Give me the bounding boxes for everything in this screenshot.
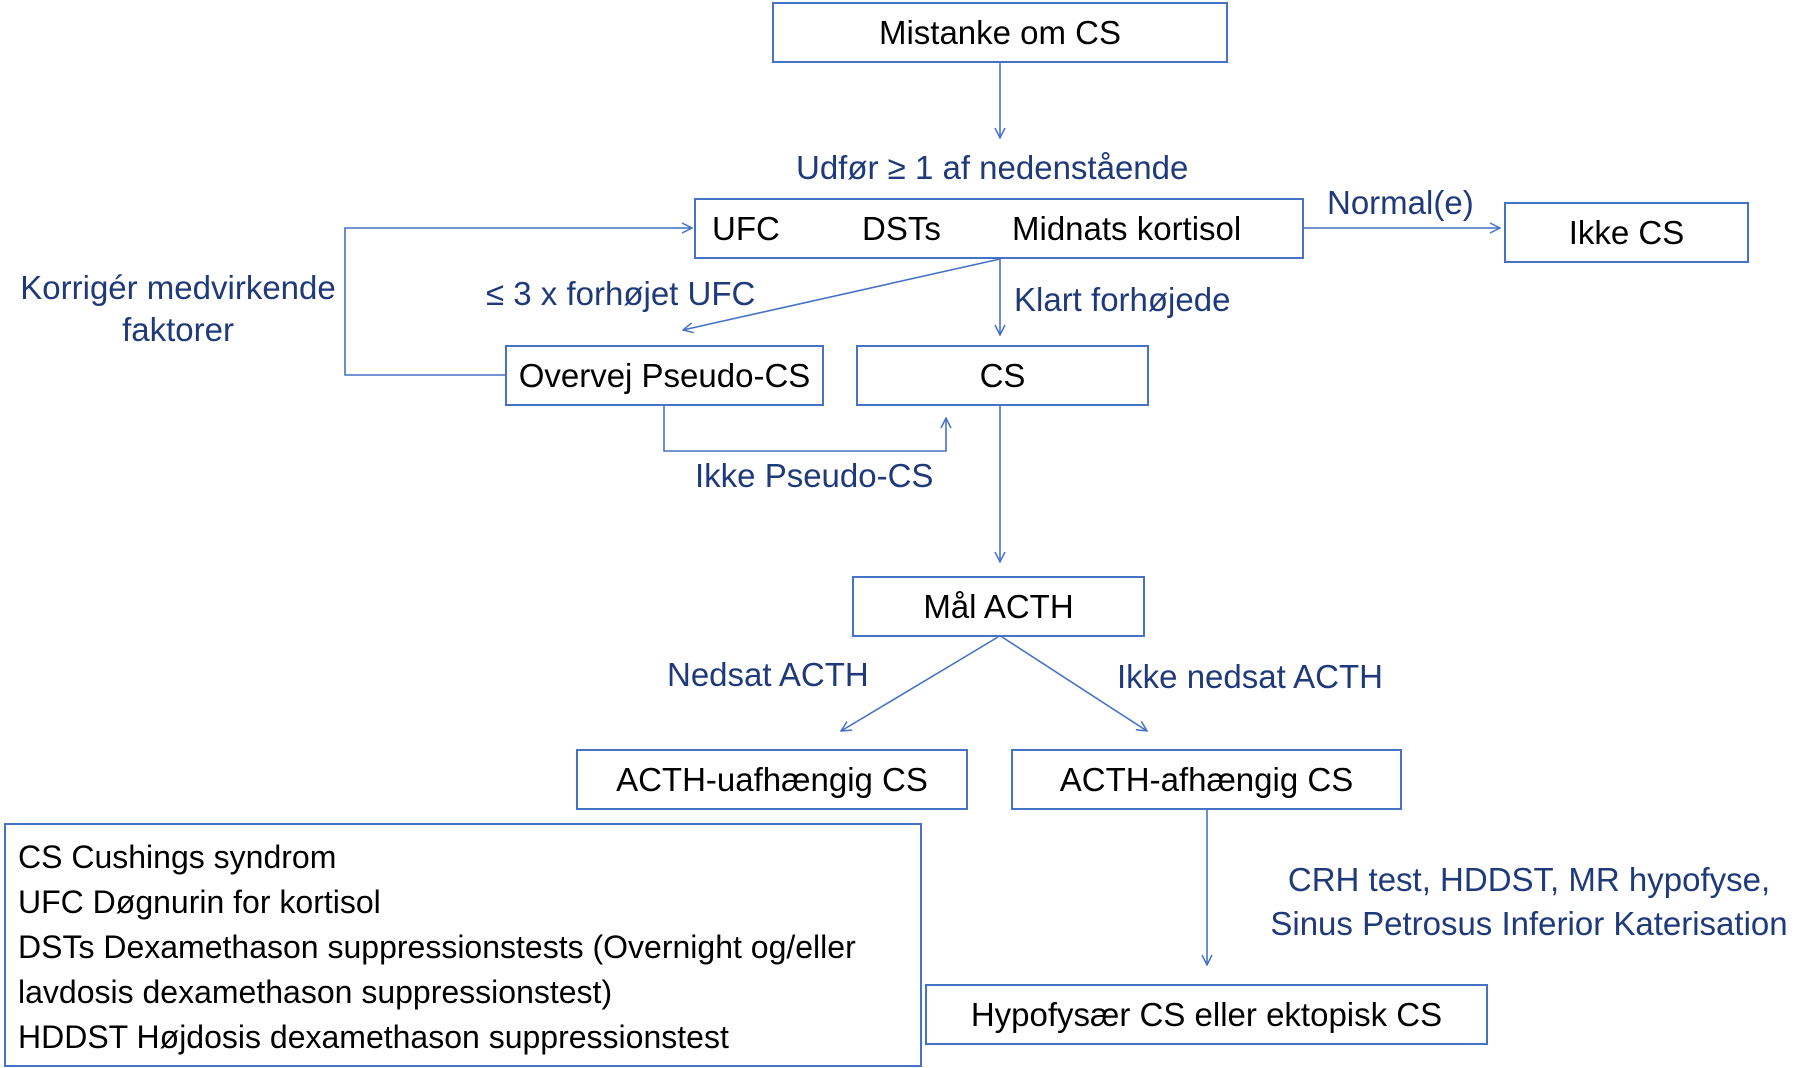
arrow-pseudo-feedback	[344, 228, 692, 376]
arrow-acth-to-independent	[841, 636, 999, 731]
abbreviation-legend: CS Cushings syndrom UFC Døgnurin for kor…	[4, 823, 922, 1067]
node-pseudo-cs: Overvej Pseudo-CS	[505, 345, 824, 406]
label-reduced-acth: Nedsat ACTH	[667, 656, 869, 693]
arrow-pseudo-to-cs	[663, 406, 946, 452]
label-not-pseudo: Ikke Pseudo-CS	[695, 457, 934, 494]
test-ufc: UFC	[712, 209, 780, 247]
legend-item: HDDST Højdosis dexamethason suppressions…	[18, 1019, 729, 1055]
label-perform: Udfør ≥ 1 af nedenstående	[796, 149, 1189, 186]
node-not-cs: Ikke CS	[1504, 202, 1749, 263]
test-midnight-cortisol: Midnats kortisol	[1012, 209, 1242, 247]
label-ufc-elevated: ≤ 3 x forhøjet UFC	[486, 275, 756, 312]
legend-item: CS Cushings syndrom	[18, 839, 337, 875]
node-suspicion: Mistanke om CS	[772, 2, 1228, 63]
node-cs: CS	[856, 345, 1149, 406]
label-clearly-elevated: Klart forhøjede	[1014, 281, 1231, 318]
node-tests: UFC DSTs Midnats kortisol	[694, 198, 1304, 259]
label-correct-factors-line2: faktorer	[122, 310, 234, 348]
node-acth-dependent: ACTH-afhængig CS	[1011, 749, 1402, 810]
label-normal: Normal(e)	[1327, 184, 1474, 221]
label-correct-factors-line1: Korrigér medvirkende	[20, 269, 336, 306]
arrow-acth-to-dependent	[1001, 636, 1147, 731]
label-tests: CRH test, HDDST, MR hypofyse, Sinus Petr…	[1262, 860, 1796, 943]
node-acth-independent: ACTH-uafhængig CS	[576, 749, 968, 810]
node-measure-acth: Mål ACTH	[852, 576, 1145, 637]
label-tests-line2: Sinus Petrosus Inferior Katerisation	[1270, 904, 1788, 942]
legend-item: lavdosis dexamethason suppressionstest)	[18, 974, 613, 1010]
node-pituitary-or-ectopic: Hypofysær CS eller ektopisk CS	[925, 984, 1488, 1045]
label-tests-line1: CRH test, HDDST, MR hypofyse,	[1287, 861, 1771, 898]
arrow-tests-to-pseudo	[683, 258, 1001, 330]
legend-item: UFC Døgnurin for kortisol	[18, 884, 381, 920]
label-correct-factors: Korrigér medvirkende faktorer	[8, 268, 348, 349]
label-not-reduced-acth: Ikke nedsat ACTH	[1117, 658, 1383, 695]
legend-item: DSTs Dexamethason suppressionstests (Ove…	[18, 929, 856, 965]
test-dsts: DSTs	[862, 209, 941, 247]
